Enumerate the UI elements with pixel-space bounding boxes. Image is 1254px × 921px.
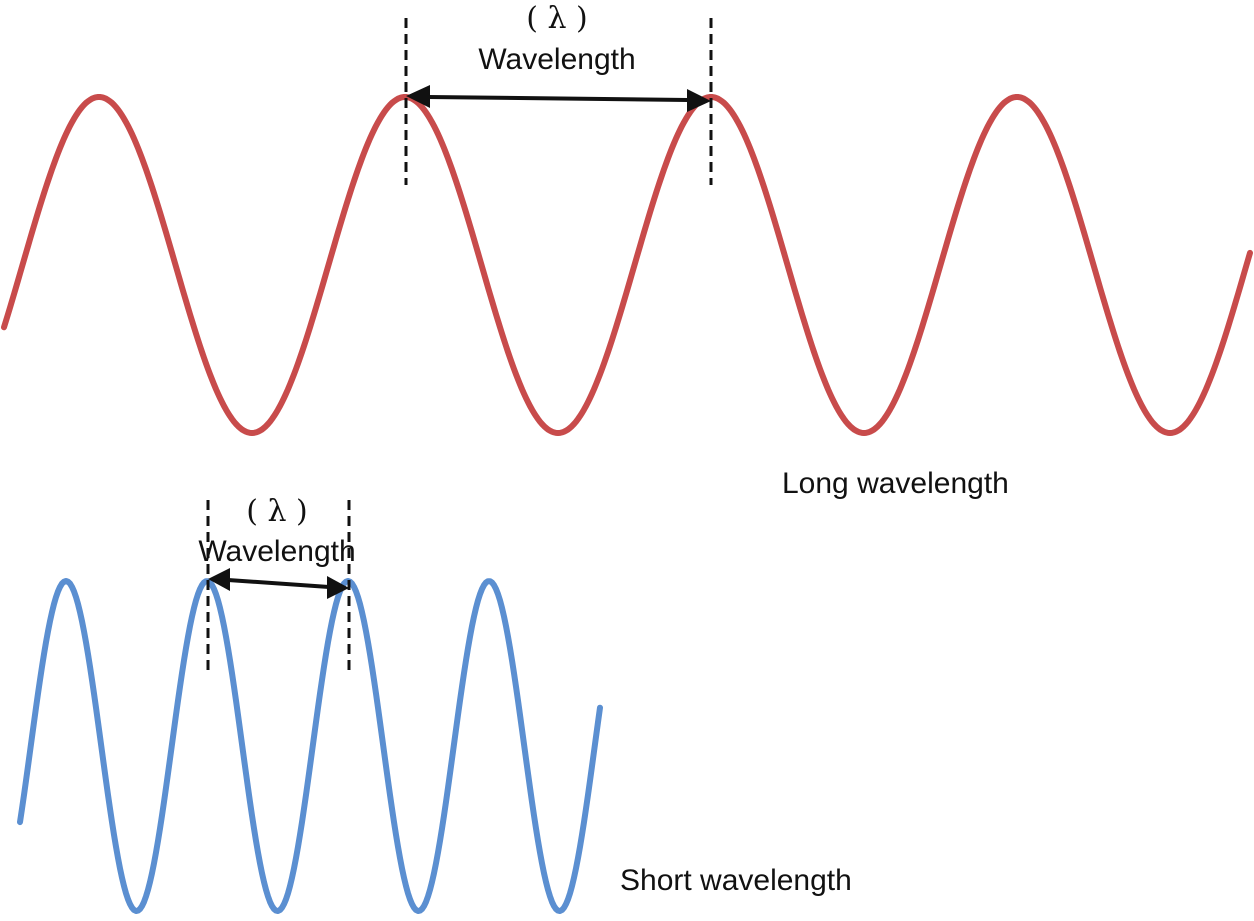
long-wave-caption: Long wavelength: [782, 467, 1009, 500]
arrow-head-right: [327, 576, 349, 599]
short-wave-curve: [17, 578, 603, 914]
short-wave-label: Wavelength: [198, 535, 355, 568]
long-wave-lambda: ( λ ): [526, 1, 588, 36]
arrow-head-left: [208, 568, 230, 591]
short-wave-caption: Short wavelength: [620, 864, 852, 897]
arrow-head-right: [687, 89, 711, 112]
arrow-head-left: [406, 85, 430, 108]
short-wave-lambda: ( λ ): [246, 494, 308, 529]
short-wave-group: ( λ ) Wavelength Short wavelength: [17, 494, 852, 914]
short-wave-arrow: [208, 568, 349, 599]
long-wave-group: ( λ ) Wavelength Long wavelength: [1, 1, 1253, 500]
long-wave-arrow: [406, 85, 711, 112]
long-wave-label: Wavelength: [478, 43, 635, 76]
long-wave-curve: [1, 94, 1253, 436]
